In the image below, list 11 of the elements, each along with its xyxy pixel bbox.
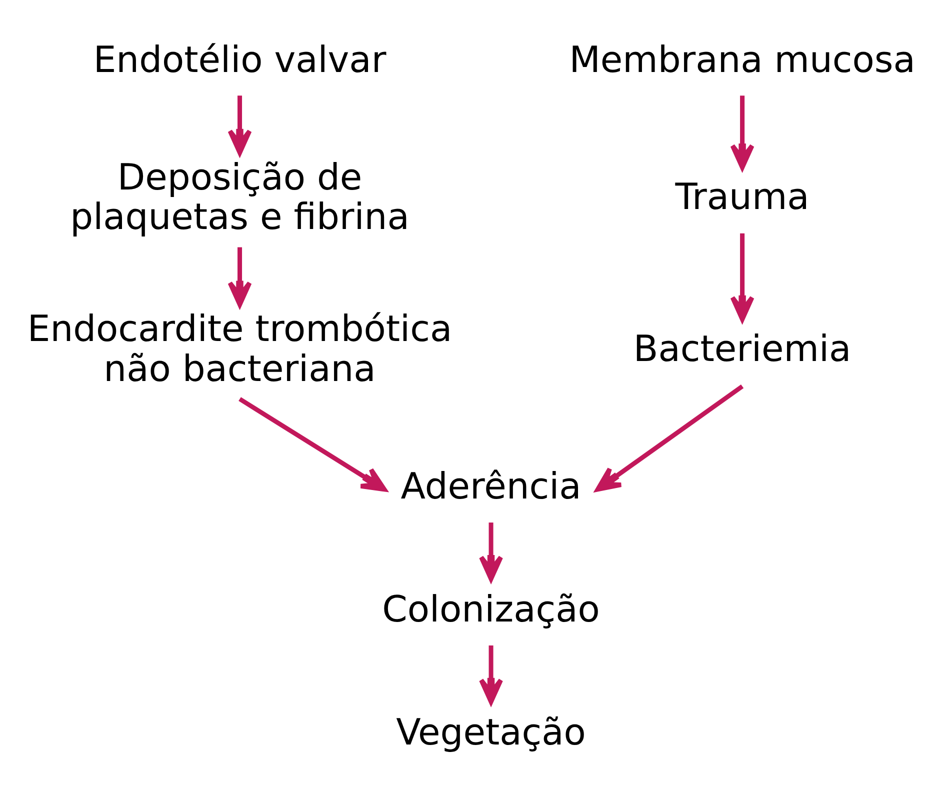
node-text: Membrana mucosa [569, 37, 916, 80]
node-text: Trauma [675, 174, 810, 218]
arrow [238, 396, 387, 492]
node-text: Endotélio valvar [93, 37, 386, 80]
node-text: Vegetação [396, 710, 586, 753]
node-text: Endocardite trombótica não bacteriana [27, 306, 452, 390]
node-text: Bacteriemia [633, 326, 852, 370]
node-text: Deposição de plaquetas e fibrina [70, 154, 410, 238]
node-text: Colonização [382, 586, 600, 630]
arrow [595, 384, 744, 492]
node-text: Aderência [400, 464, 582, 507]
